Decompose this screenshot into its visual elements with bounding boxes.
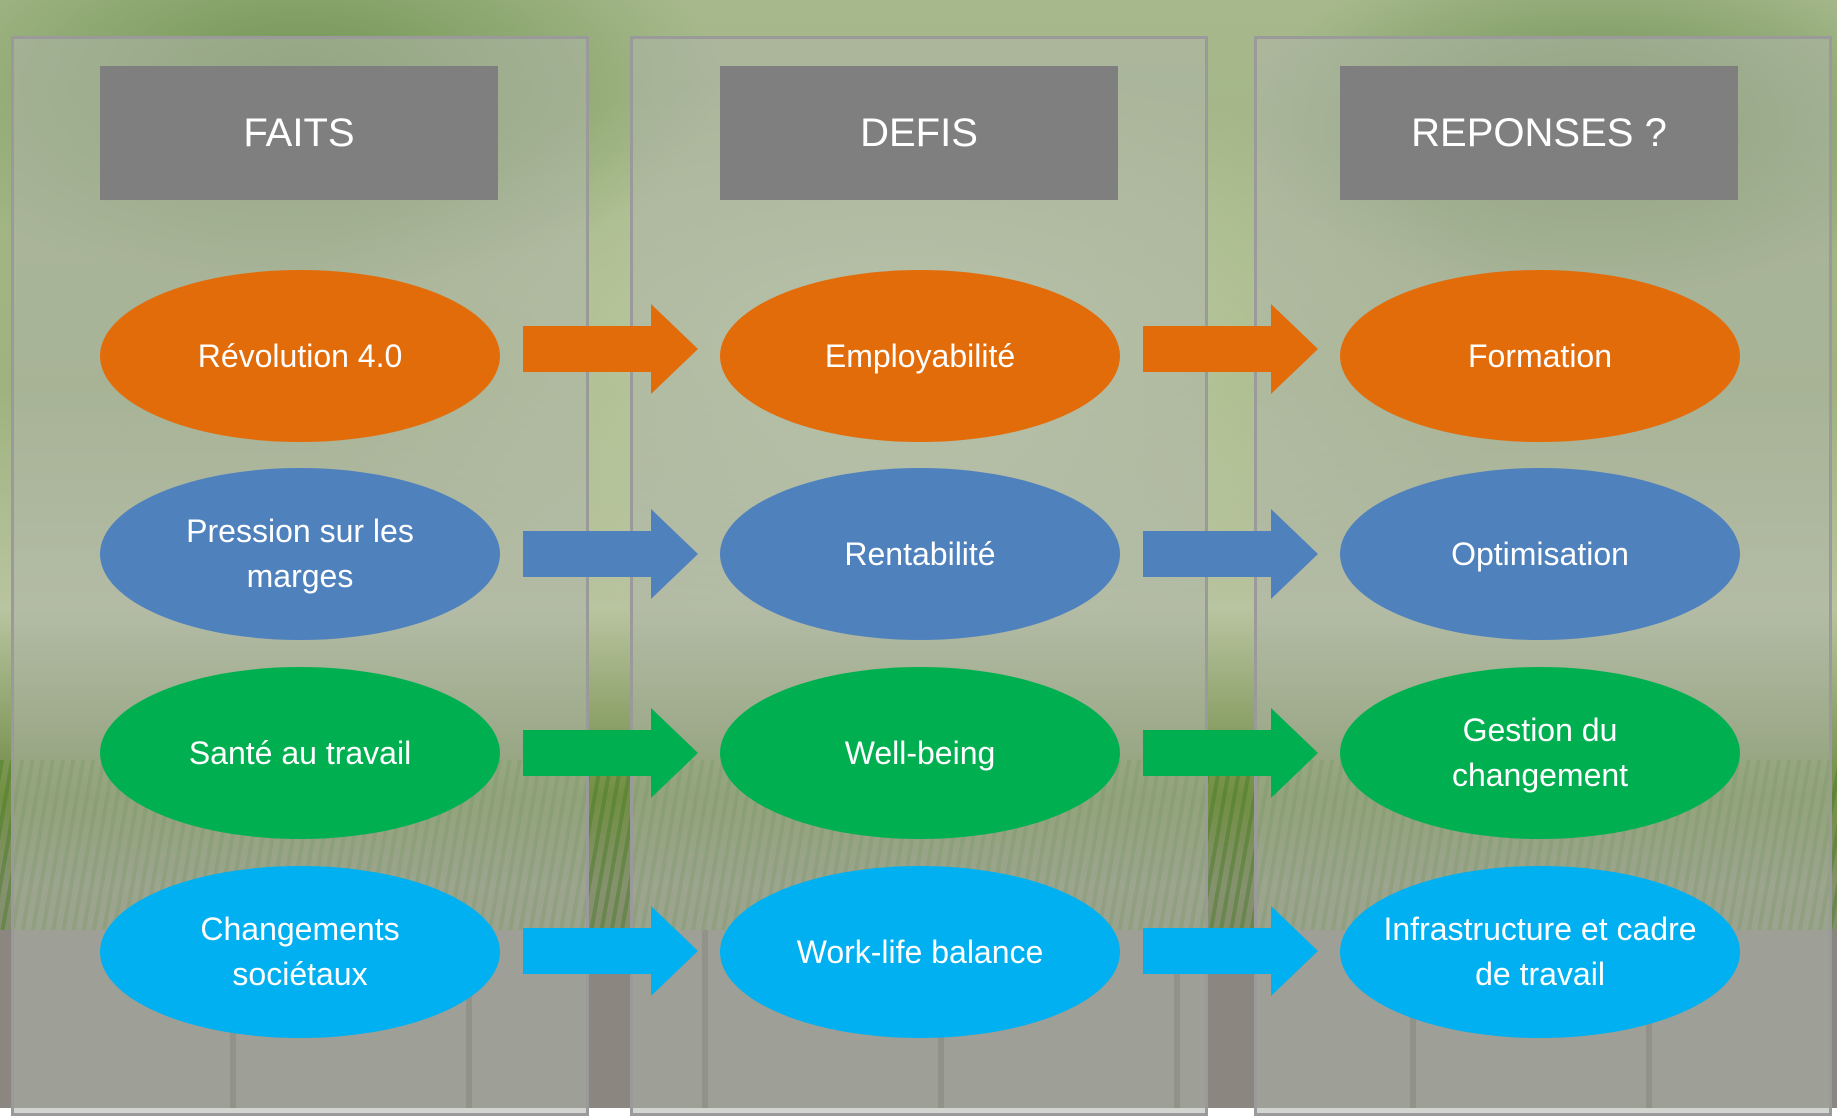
defi-node-1: Employabilité xyxy=(720,270,1120,442)
fait-node-2: Pression sur les marges xyxy=(100,468,500,640)
defi-label-2: Rentabilité xyxy=(844,535,996,572)
reponse-label-3: Gestion du changement xyxy=(1451,712,1629,793)
fait-label-4: Changements sociétaux xyxy=(200,911,400,992)
arrow-right-icon xyxy=(523,906,698,996)
defi-label-1: Employabilité xyxy=(824,337,1016,374)
reponse-node-2: Optimisation xyxy=(1340,468,1740,640)
arrow-right-icon xyxy=(1143,509,1318,599)
reponse-node-1: Formation xyxy=(1340,270,1740,442)
reponse-node-3: Gestion du changement xyxy=(1340,667,1740,839)
reponse-node-4: Infrastructure et cadre de travail xyxy=(1340,866,1740,1038)
defi-label-4: Work-life balance xyxy=(796,933,1044,970)
fait-node-1: Révolution 4.0 xyxy=(100,270,500,442)
defi-node-3: Well-being xyxy=(720,667,1120,839)
header-defis: DEFIS xyxy=(720,66,1118,200)
header-faits: FAITS xyxy=(100,66,498,200)
defi-node-2: Rentabilité xyxy=(720,468,1120,640)
defi-node-4: Work-life balance xyxy=(720,866,1120,1038)
reponse-label-2: Optimisation xyxy=(1451,535,1629,572)
fait-label-2: Pression sur les marges xyxy=(186,513,414,594)
reponse-label-4: Infrastructure et cadre de travail xyxy=(1383,911,1697,992)
fait-label-3: Santé au travail xyxy=(188,734,412,771)
arrow-right-icon xyxy=(523,509,698,599)
defi-label-3: Well-being xyxy=(844,734,996,771)
arrow-right-icon xyxy=(523,304,698,394)
fait-node-3: Santé au travail xyxy=(100,667,500,839)
arrow-right-icon xyxy=(523,708,698,798)
fait-node-4: Changements sociétaux xyxy=(100,866,500,1038)
reponse-label-1: Formation xyxy=(1467,337,1613,374)
arrow-right-icon xyxy=(1143,708,1318,798)
header-reponses: REPONSES ? xyxy=(1340,66,1738,200)
arrow-right-icon xyxy=(1143,304,1318,394)
fait-label-1: Révolution 4.0 xyxy=(197,337,403,374)
arrow-right-icon xyxy=(1143,906,1318,996)
